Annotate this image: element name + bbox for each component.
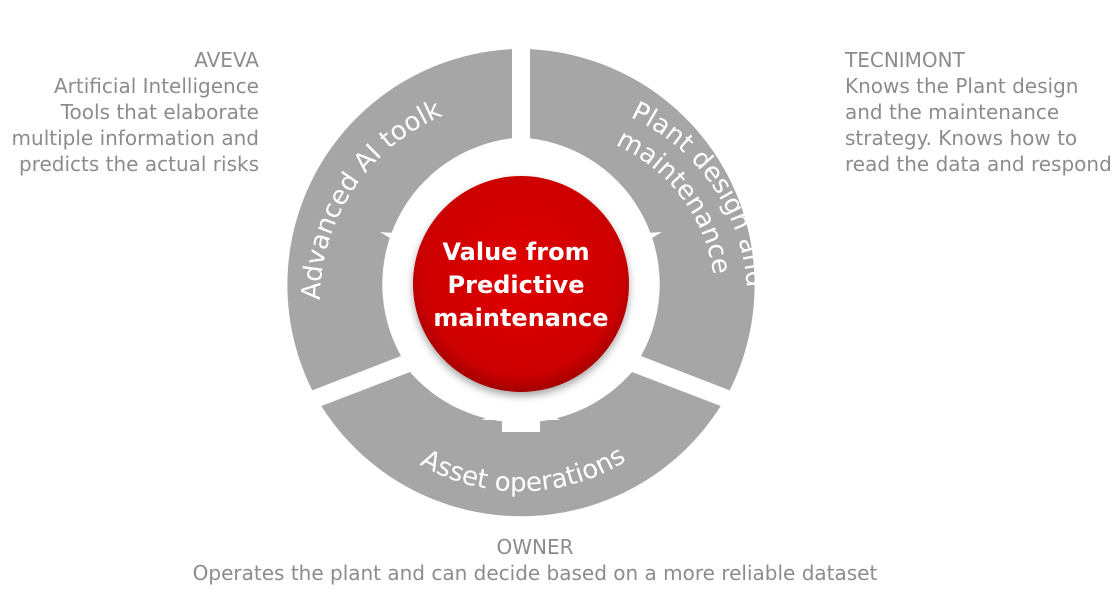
- tecnimont-line-4: read the data and respond: [845, 152, 1112, 176]
- tecnimont-caption: TECNIMONT Knows the Plant design and the…: [845, 47, 1114, 177]
- aveva-title: AVEVA: [194, 48, 259, 72]
- owner-text: Operates the plant and can decide based …: [192, 561, 878, 585]
- tecnimont-line-2: and the maintenance: [845, 100, 1060, 124]
- aveva-line-1: Artificial Intelligence: [54, 74, 259, 98]
- tecnimont-title: TECNIMONT: [845, 48, 965, 72]
- tecnimont-line-3: strategy. Knows how to: [845, 126, 1078, 150]
- owner-title: OWNER: [496, 535, 574, 559]
- center-line-1: Value from: [442, 238, 589, 266]
- aveva-caption: AVEVA Artificial Intelligence Tools that…: [0, 47, 259, 177]
- center-line-2: Predictive: [448, 271, 585, 299]
- center-value-circle: [413, 176, 629, 392]
- tecnimont-line-1: Knows the Plant design: [845, 74, 1079, 98]
- center-line-3: maintenance: [433, 304, 608, 332]
- segment-asset-operations: [321, 372, 721, 517]
- segment-plant-design: [530, 49, 755, 391]
- arrow-from-right-segment: [607, 185, 662, 250]
- arrow-from-left-segment: [380, 185, 435, 250]
- segment-advanced-ai-toolkit: [287, 49, 512, 391]
- arrow-from-bottom-segment: [482, 398, 560, 432]
- aveva-line-4: predicts the actual risks: [19, 152, 259, 176]
- owner-caption: OWNER Operates the plant and can decide …: [0, 534, 1070, 586]
- aveva-line-3: multiple information and: [11, 126, 259, 150]
- aveva-line-2: Tools that elaborate: [60, 100, 259, 124]
